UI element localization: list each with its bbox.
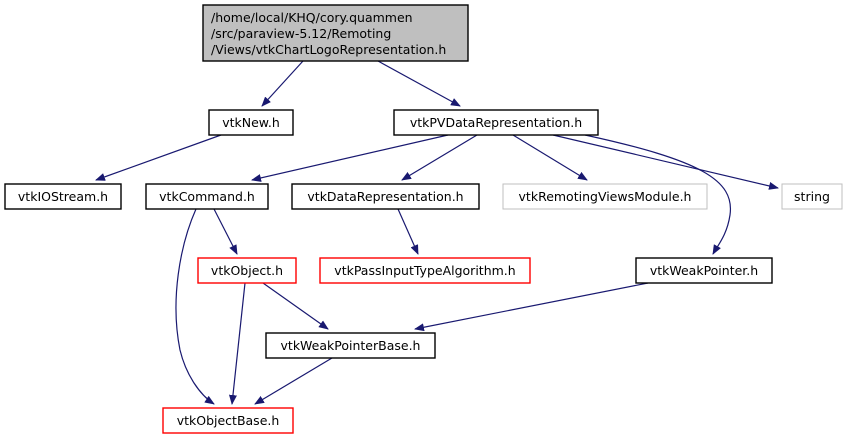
- node-vtkPassInputTypeAlgorithm[interactable]: vtkPassInputTypeAlgorithm.h: [319, 257, 531, 284]
- node-box: [145, 183, 269, 210]
- edge-vtkObject-to-vtkObjectBase: [228, 282, 246, 405]
- node-box: [291, 183, 480, 210]
- node-box: [319, 257, 531, 284]
- node-label: vtkObject.h: [211, 263, 283, 278]
- node-label: vtkNew.h: [222, 115, 280, 130]
- node-vtkCommand[interactable]: vtkCommand.h: [145, 183, 269, 210]
- node-label: vtkCommand.h: [159, 189, 255, 204]
- node-label: vtkIOStream.h: [18, 189, 108, 204]
- node-box: [202, 4, 469, 62]
- node-label: /src/paraview-5.12/Remoting: [211, 26, 391, 41]
- edge-vtkPVDataRepresentation-to-string: [552, 134, 779, 190]
- edge-vtkWeakPointerBase-to-vtkObjectBase: [254, 357, 333, 405]
- node-box: [4, 183, 122, 210]
- node-vtkNew[interactable]: vtkNew.h: [208, 109, 294, 136]
- edge-vtkDataRepresentation-to-vtkPassInputTypeAlgorithm: [397, 208, 419, 255]
- node-vtkObjectBase[interactable]: vtkObjectBase.h: [162, 407, 294, 434]
- edge-vtkWeakPointer-to-vtkWeakPointerBase: [414, 282, 649, 332]
- edge-vtkCommand-to-vtkObject: [213, 208, 238, 255]
- edge-vtkPVDataRepresentation-to-vtkCommand: [251, 134, 449, 182]
- node-box: [502, 183, 708, 210]
- node-vtkWeakPointer[interactable]: vtkWeakPointer.h: [635, 257, 773, 284]
- edge-vtkPVDataRepresentation-to-vtkWeakPointer: [584, 134, 732, 255]
- node-box: [208, 109, 294, 136]
- node-label: vtkWeakPointer.h: [650, 263, 758, 278]
- node-box: [781, 183, 843, 210]
- node-label: vtkRemotingViewsModule.h: [519, 189, 692, 204]
- edge-vtkNew-to-vtkIOStream: [95, 134, 222, 181]
- node-label: vtkPassInputTypeAlgorithm.h: [334, 263, 515, 278]
- node-label: vtkDataRepresentation.h: [307, 189, 463, 204]
- node-vtkDataRepresentation[interactable]: vtkDataRepresentation.h: [291, 183, 480, 210]
- node-vtkObject[interactable]: vtkObject.h: [197, 257, 297, 284]
- edge-root-to-vtkPVDataRepresentation: [377, 60, 461, 107]
- node-vtkWeakPointerBase[interactable]: vtkWeakPointerBase.h: [265, 332, 436, 359]
- edge-vtkCommand-to-vtkObjectBase: [175, 208, 215, 405]
- edge-vtkObject-to-vtkWeakPointerBase: [262, 282, 329, 330]
- node-string[interactable]: string: [781, 183, 843, 210]
- node-vtkRemotingViewsModule[interactable]: vtkRemotingViewsModule.h: [502, 183, 708, 210]
- edge-root-to-vtkNew: [261, 60, 304, 107]
- node-label: string: [794, 189, 830, 204]
- node-label: /Views/vtkChartLogoRepresentation.h: [211, 42, 446, 57]
- node-box: [393, 109, 599, 136]
- node-vtkIOStream[interactable]: vtkIOStream.h: [4, 183, 122, 210]
- node-label: vtkWeakPointerBase.h: [281, 338, 421, 353]
- node-root[interactable]: /home/local/KHQ/cory.quammen/src/paravie…: [202, 4, 469, 62]
- node-box: [197, 257, 297, 284]
- edge-vtkPVDataRepresentation-to-vtkRemotingViewsModule: [512, 134, 588, 181]
- edge-vtkPVDataRepresentation-to-vtkDataRepresentation: [401, 134, 478, 181]
- node-box: [635, 257, 773, 284]
- node-label: /home/local/KHQ/cory.quammen: [211, 10, 413, 25]
- node-box: [162, 407, 294, 434]
- node-box: [265, 332, 436, 359]
- node-vtkPVDataRepresentation[interactable]: vtkPVDataRepresentation.h: [393, 109, 599, 136]
- node-label: vtkPVDataRepresentation.h: [410, 115, 582, 130]
- node-label: vtkObjectBase.h: [177, 413, 280, 428]
